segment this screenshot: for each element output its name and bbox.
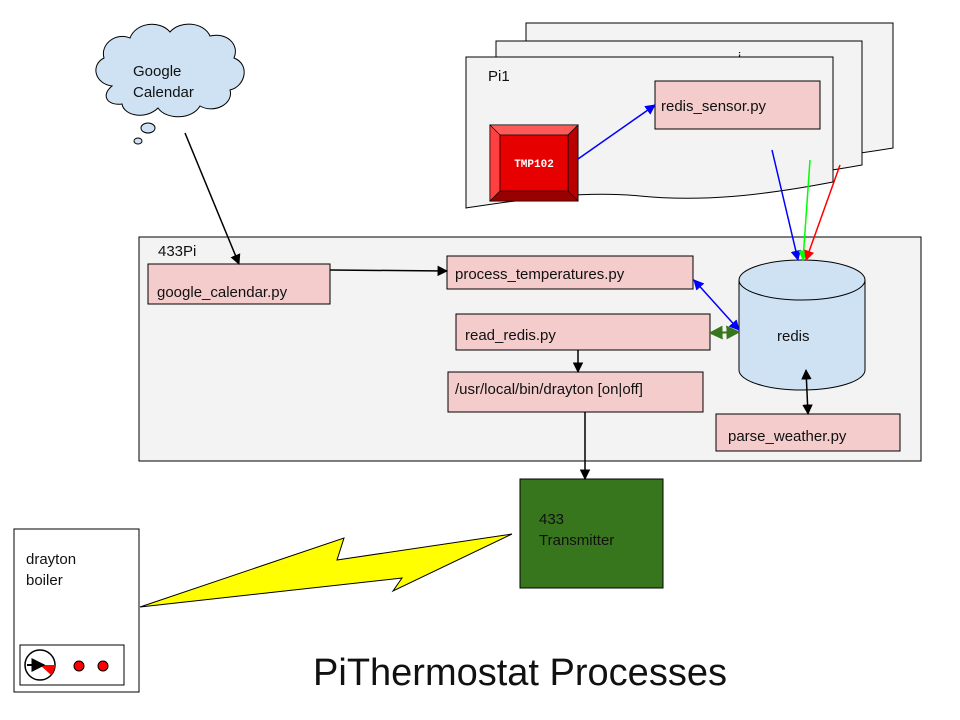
- redis-sensor-label: redis_sensor.py: [661, 98, 767, 115]
- drayton-cmd-box: [447, 371, 704, 413]
- process-temperatures-box: [446, 255, 694, 290]
- boiler-led-2: [97, 660, 109, 672]
- lightning-bolt: [139, 533, 513, 608]
- arrow-sensor-blue-to-redis: [771, 149, 801, 262]
- boiler-label-line1: drayton: [26, 551, 76, 568]
- 433pi-label: 433Pi: [158, 243, 196, 260]
- cloud-label-line2: Calendar: [133, 84, 194, 101]
- drayton-boiler: drayton boiler: [13, 528, 140, 693]
- arrow-redis-parse-weather-bidirectional: [801, 368, 813, 416]
- arrow-google-calendar-to-process: [329, 265, 449, 277]
- arrow-process-redis-bidirectional: [693, 279, 740, 331]
- google-calendar-label: google_calendar.py: [157, 284, 288, 301]
- boiler-led-1: [73, 660, 85, 672]
- tmp102-chip: TMP102: [489, 124, 579, 202]
- boiler-label-line2: boiler: [26, 572, 63, 589]
- arrow-read-redis-redis-bidirectional: [708, 325, 741, 340]
- google-calendar-cloud: Google Calendar: [95, 23, 245, 145]
- transmitter-label-line2: Transmitter: [539, 532, 614, 549]
- connectors: [184, 104, 841, 481]
- drayton-cmd-label: /usr/local/bin/drayton [on|off]: [455, 381, 643, 398]
- arrow-sensor-red-to-redis: [804, 164, 841, 261]
- tmp102-label: TMP102: [514, 159, 554, 171]
- redis-label: redis: [777, 328, 810, 345]
- pi1-label: Pi1: [488, 68, 510, 85]
- arrow-tmp102-to-sensor: [577, 104, 656, 160]
- process-temperatures-label: process_temperatures.py: [455, 266, 625, 283]
- transmitter-box: [519, 478, 664, 589]
- parse-weather-label: parse_weather.py: [728, 428, 847, 445]
- google-calendar-box: [147, 263, 331, 305]
- pi-stack: i Pi1 TMP102 redis_sensor.py: [465, 22, 894, 209]
- page-title: PiThermostat Processes: [313, 652, 727, 694]
- cloud-label-line1: Google: [133, 63, 181, 80]
- read-redis-label: read_redis.py: [465, 327, 556, 344]
- arrow-sensor-green-to-redis: [798, 159, 811, 262]
- arrow-cloud-to-google-calendar: [184, 132, 241, 265]
- transmitter-label-line1: 433: [539, 511, 564, 528]
- redis-datastore: redis: [738, 259, 866, 391]
